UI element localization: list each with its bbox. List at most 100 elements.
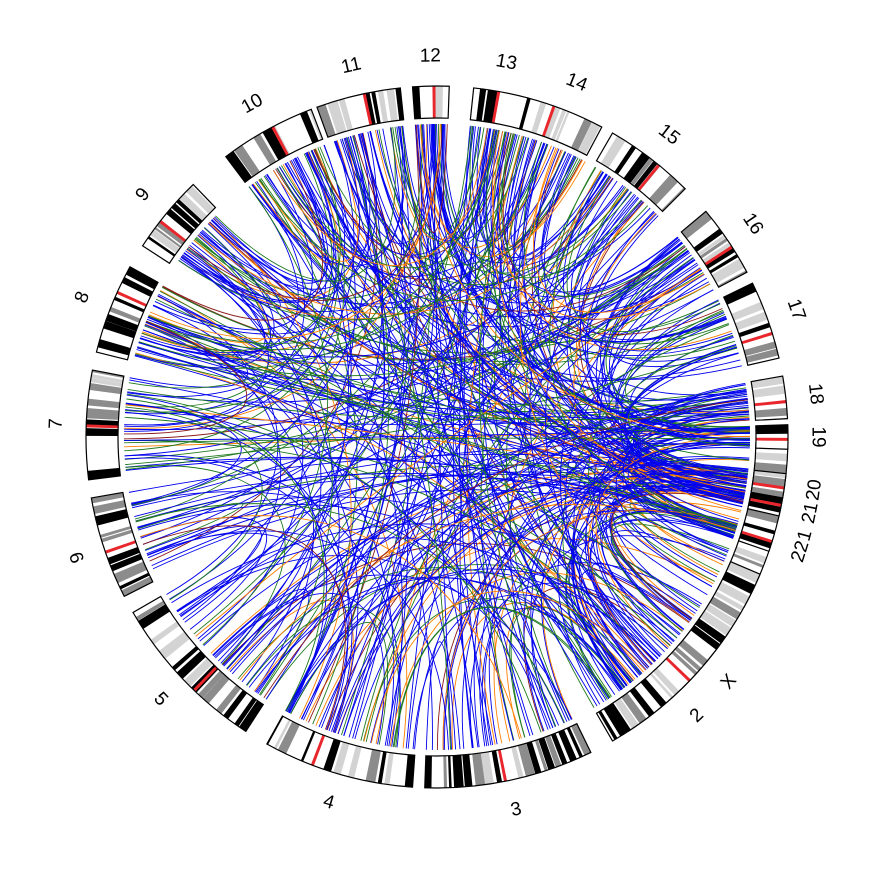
link-chord (405, 130, 500, 749)
chromosome-label-17: 17 (783, 296, 810, 323)
link-chord (337, 485, 745, 735)
link-chord (124, 244, 685, 460)
ideogram-band (674, 646, 702, 672)
chromosome-7 (85, 369, 125, 481)
link-chord (545, 194, 656, 662)
centromere-band (310, 734, 326, 766)
chromosome-label-6: 6 (64, 550, 87, 567)
link-chord (579, 518, 735, 683)
link-chord (485, 129, 737, 529)
link-chord (252, 183, 695, 328)
link-chord (444, 124, 683, 298)
ideogram-band (697, 234, 726, 256)
link-chord (501, 132, 685, 297)
ideogram-band (598, 710, 618, 740)
ideogram-band (154, 227, 182, 248)
chromosome-label-13: 13 (494, 50, 519, 75)
ideogram-band (603, 704, 628, 737)
link-chord (127, 388, 748, 420)
chromosome-8 (95, 266, 159, 361)
ideogram-band (300, 731, 316, 762)
ideogram-band (434, 86, 443, 119)
ideogram-outline (411, 85, 450, 120)
chromosome-6 (90, 491, 154, 598)
link-chord (176, 259, 696, 612)
ideogram-outline (518, 97, 603, 157)
ideogram-band (448, 755, 452, 788)
link-chord (286, 161, 689, 317)
link-chord (493, 139, 595, 708)
ideogram-band (751, 376, 784, 389)
ideogram-band (629, 687, 655, 717)
ideogram-outline (680, 210, 748, 289)
ideogram-band (476, 88, 487, 122)
link-chord (306, 151, 680, 636)
link-chord (258, 179, 642, 302)
ideogram-band (119, 572, 150, 590)
chromosome-21 (747, 491, 784, 517)
chromosome-15 (595, 132, 687, 213)
ideogram-band (386, 88, 398, 122)
link-chord (492, 130, 711, 320)
link-chord (146, 262, 698, 556)
link-chord (393, 607, 610, 748)
ideogram-outline (141, 183, 217, 265)
ideogram-band (566, 727, 583, 758)
link-chord (212, 137, 360, 282)
link-chord (126, 393, 542, 733)
link-chord (497, 131, 679, 293)
ideogram-band (113, 296, 145, 313)
ideogram-band (753, 470, 787, 479)
centromere-band (86, 424, 119, 429)
ideogram-band (308, 109, 323, 140)
link-chord (209, 221, 747, 483)
ideogram-band (519, 97, 531, 130)
link-chord (499, 136, 661, 657)
ideogram-band (600, 135, 626, 168)
link-chord (415, 124, 448, 233)
link-chord (131, 135, 369, 505)
link-chord (154, 169, 313, 331)
link-chord (139, 186, 299, 356)
chromosome-10 (224, 108, 324, 184)
ideogram-band (277, 721, 300, 754)
link-chord (305, 152, 743, 508)
link-chord (523, 143, 746, 492)
ideogram-band (384, 752, 394, 785)
ideogram-band (90, 377, 123, 388)
link-chord (222, 543, 690, 666)
link-chord (361, 133, 554, 728)
ideogram-band (717, 581, 750, 605)
ideogram-band (166, 208, 195, 235)
link-chord (469, 126, 750, 447)
ideogram-outline (85, 369, 125, 481)
ideogram-band (727, 561, 761, 583)
ideogram-band (86, 428, 119, 436)
link-chord (290, 622, 389, 745)
link-chord (140, 515, 522, 739)
link-chord (502, 133, 723, 335)
ideogram-outline (595, 132, 687, 213)
chromosome-label-15: 15 (654, 120, 684, 150)
link-chord (352, 135, 452, 750)
chromosome-17 (722, 282, 780, 366)
link-chord (578, 191, 738, 362)
link-chord (138, 504, 632, 683)
link-chord (433, 124, 727, 343)
chromosome-label-11: 11 (339, 53, 363, 78)
ideogram-band (135, 600, 166, 621)
ideogram-band (377, 751, 387, 784)
link-chord (246, 606, 400, 748)
ideogram-band (555, 111, 570, 142)
link-chord (124, 437, 750, 444)
chromosome-19 (755, 424, 789, 450)
link-chord (125, 347, 738, 466)
ideogram-outline (424, 722, 592, 789)
ideogram-band (648, 174, 679, 206)
ideogram-band (86, 407, 120, 420)
chromosome-22 (737, 524, 776, 553)
ideogram-band (695, 618, 726, 644)
link-chord (425, 641, 457, 750)
link-chord (588, 313, 726, 632)
ideogram-band (621, 693, 647, 724)
